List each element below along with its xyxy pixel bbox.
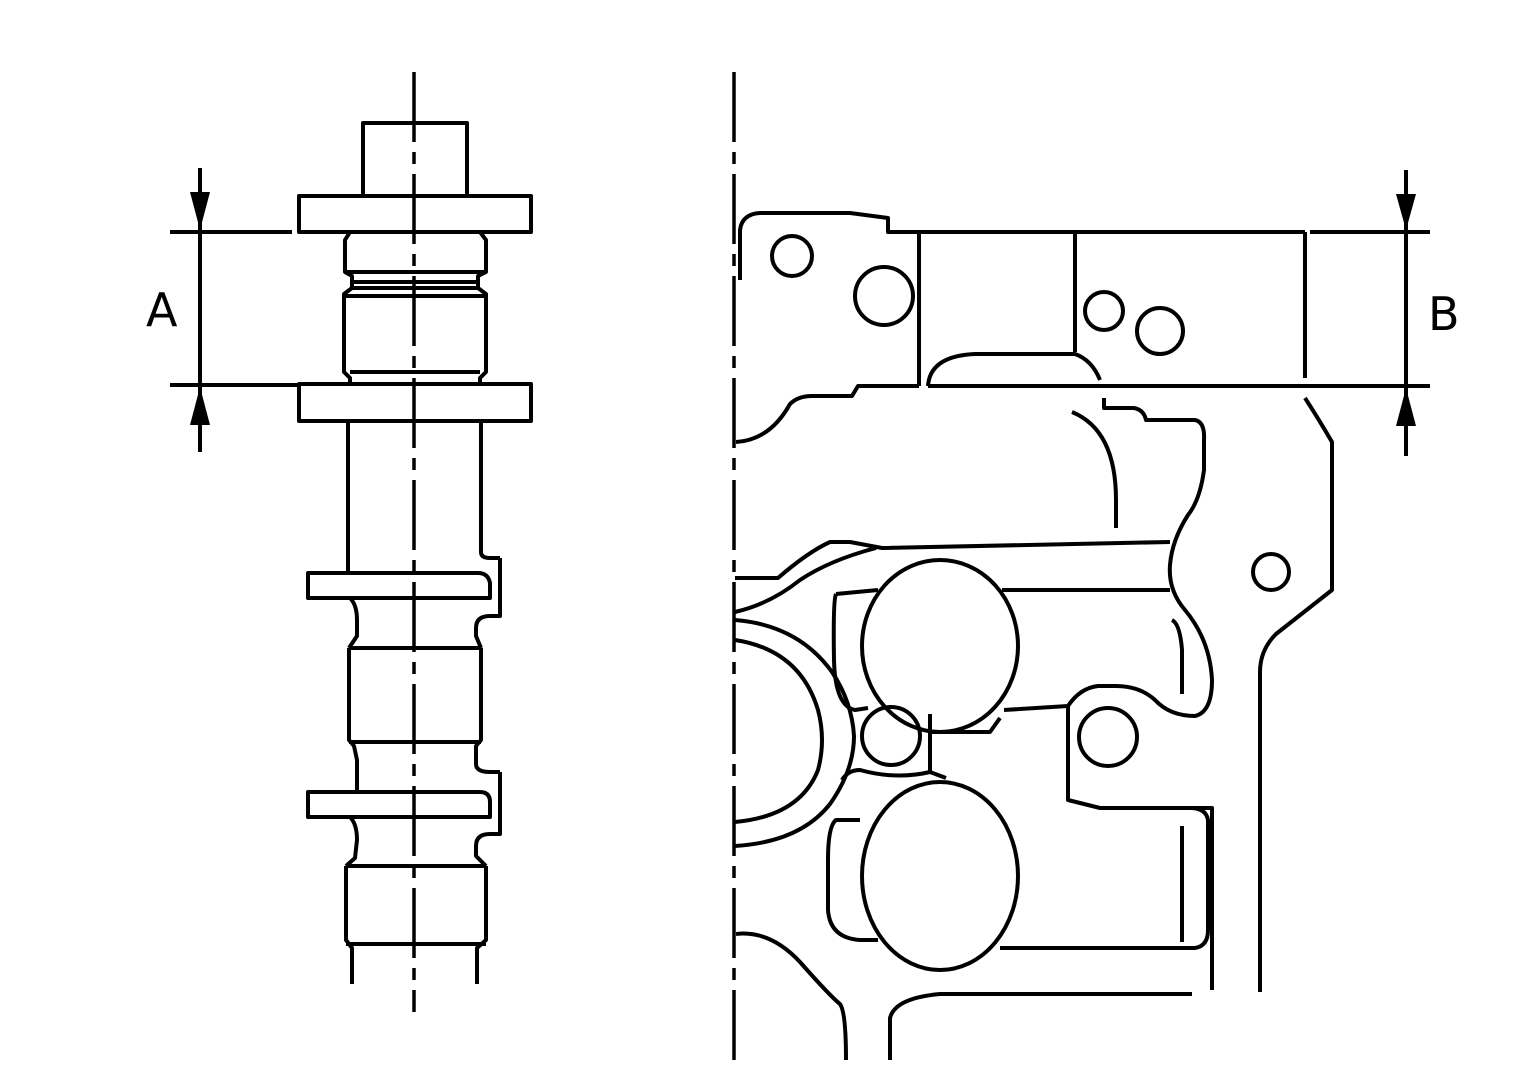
journal-upper-section: [342, 230, 488, 384]
dim-a-arrow-top: [190, 192, 210, 230]
head-left-step: [735, 384, 919, 444]
head-bottom-outline: [735, 931, 1192, 1061]
shaft-body: [346, 421, 500, 573]
cylinder-head-view: [732, 72, 1430, 1065]
hole-web: [840, 706, 1214, 990]
hole-3: [1083, 290, 1125, 332]
dim-b-label: B: [1428, 287, 1460, 341]
port-inner-curve: [1071, 410, 1118, 528]
passage-right-inner: [1170, 618, 1184, 694]
shaft-journal-2: [347, 646, 500, 792]
small-hole-left: [860, 705, 922, 767]
shaft-journal-3: [344, 864, 488, 984]
passage-lower: [826, 806, 1210, 950]
passage-left-wedge: [734, 546, 877, 614]
head-right-wall: [1258, 396, 1334, 992]
cam-lobe-1: [306, 558, 502, 650]
dim-a-arrow-bottom: [190, 387, 210, 425]
dim-b-arrow-bottom: [1396, 388, 1416, 426]
upper-chamber: [917, 232, 1307, 387]
small-hole-right: [1077, 706, 1139, 768]
hole-5: [1251, 552, 1291, 592]
hole-2: [853, 265, 915, 327]
dimension-b: B: [1396, 170, 1460, 456]
lower-flange: [297, 382, 533, 423]
dimension-a: A: [146, 168, 297, 452]
hole-1: [770, 234, 814, 278]
dim-a-label: A: [146, 283, 178, 337]
camshaft-view: [297, 72, 533, 1012]
port-upper-guide: [1003, 398, 1214, 718]
hole-4: [1135, 306, 1185, 356]
upper-flange: [297, 194, 533, 234]
valve-seat-lower: [860, 780, 1020, 972]
head-top-outline: [738, 211, 1305, 280]
camshaft-top-stub: [361, 121, 469, 196]
passage-mid: [835, 588, 1170, 596]
cam-lobe-2: [306, 772, 502, 868]
dim-b-arrow-top: [1396, 194, 1416, 230]
combustion-arc-inner: [734, 638, 824, 824]
combustion-arc: [734, 618, 856, 848]
